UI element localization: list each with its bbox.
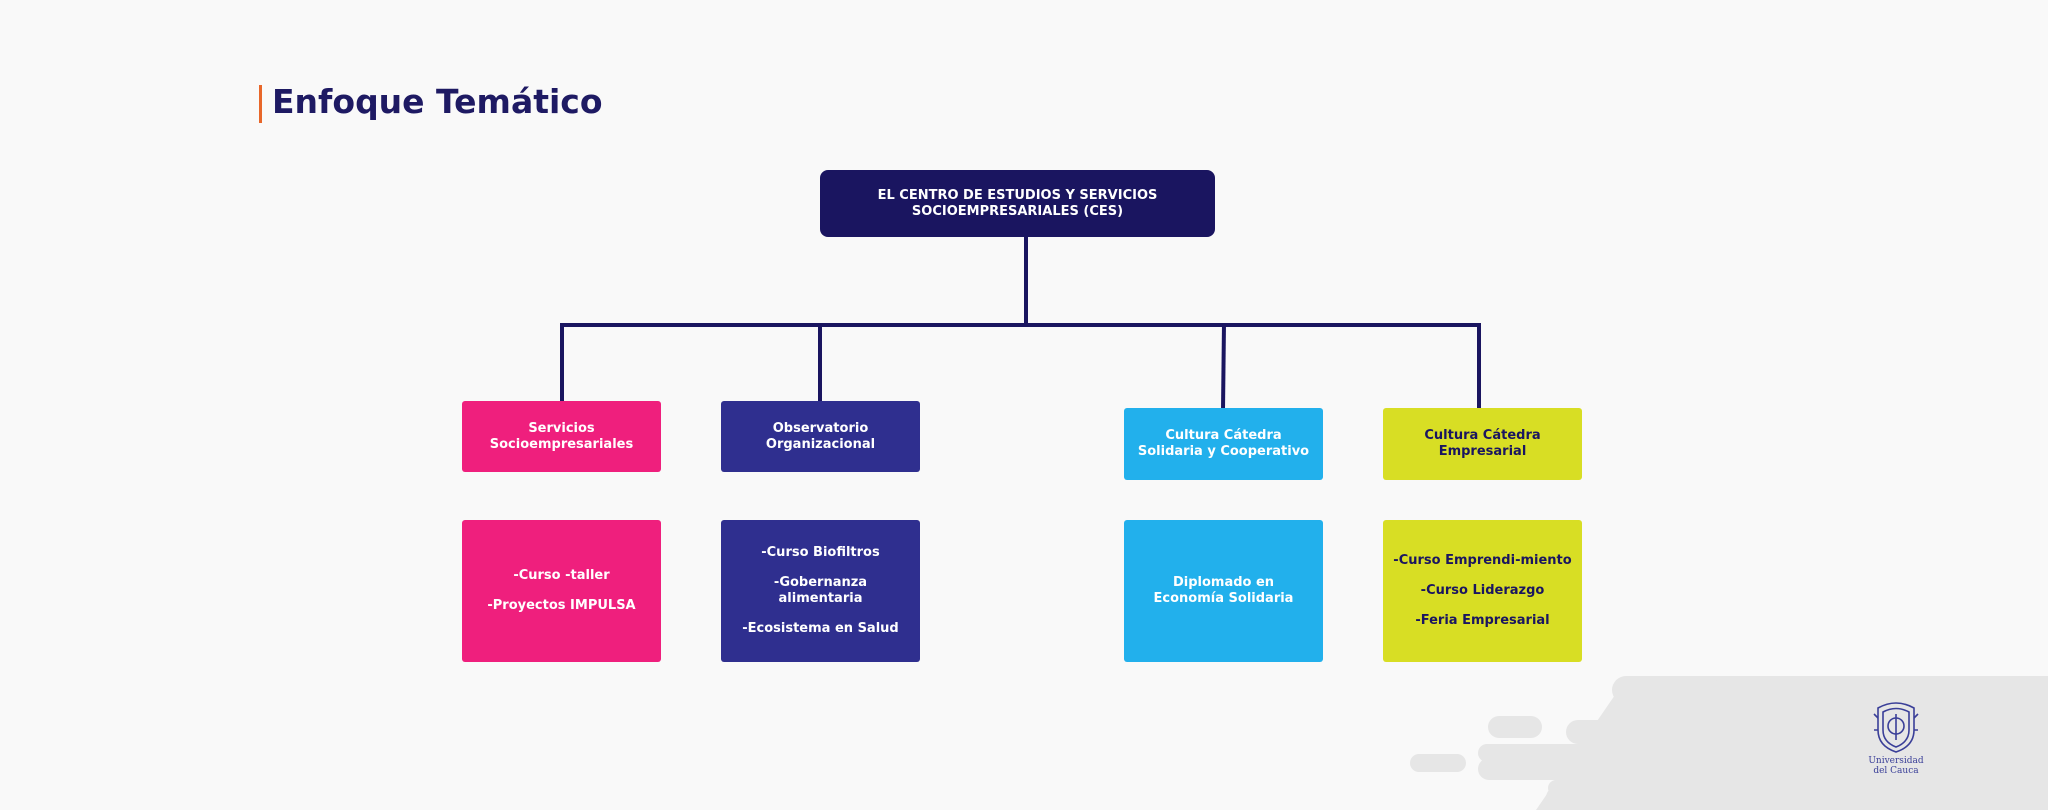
branch-label-line: Observatorio (772, 420, 869, 436)
branch-node-catedra-solidaria: Cultura Cátedra Solidaria y Cooperativo (1124, 408, 1323, 480)
detail-node-observatorio: -Curso Biofiltros -Gobernanza alimentari… (721, 520, 920, 662)
branch-label-line: Solidaria y Cooperativo (1137, 444, 1310, 459)
branch-label-line: Cultura Cátedra (1424, 428, 1541, 443)
branch-node-catedra-empresarial: Cultura Cátedra Empresarial (1383, 408, 1582, 480)
detail-item: -Curso Liderazgo (1420, 583, 1545, 598)
branch-label-line: Empresarial (1438, 444, 1527, 459)
detail-node-catedra-empresarial: -Curso Emprendi-miento -Curso Liderazgo … (1383, 520, 1582, 662)
branch-node-observatorio: Observatorio Organizacional (721, 401, 920, 472)
detail-item: -Curso -taller (513, 568, 610, 583)
root-line-2: SOCIOEMPRESARIALES (CES) (911, 203, 1124, 219)
deco-pill (1478, 758, 1708, 780)
detail-node-catedra-solidaria: Diplomado en Economía Solidaria (1124, 520, 1323, 662)
deco-pill (1612, 676, 1720, 704)
deco-pill (1546, 786, 2046, 810)
deco-pill (1488, 716, 1542, 738)
detail-item: Economía Solidaria (1153, 591, 1294, 606)
connector-branch-3 (1221, 322, 1226, 411)
detail-item: Diplomado en (1172, 575, 1275, 590)
branch-label-line: Socioempresariales (489, 436, 634, 452)
university-crest-icon (1873, 702, 1919, 753)
logo-line-1: Universidad (1868, 756, 1924, 766)
detail-node-servicios: -Curso -taller -Proyectos IMPULSA (462, 520, 661, 662)
detail-item: -Curso Emprendi-miento (1393, 553, 1572, 568)
detail-item: -Ecosistema en Salud (742, 621, 899, 636)
branch-label-line: Organizacional (765, 436, 876, 452)
root-node: EL CENTRO DE ESTUDIOS Y SERVICIOS SOCIOE… (820, 170, 1215, 237)
detail-item: -Curso Biofiltros (761, 545, 880, 560)
branch-label-line: Cultura Cátedra (1165, 428, 1282, 443)
deco-pill (1566, 720, 1736, 744)
root-line-1: EL CENTRO DE ESTUDIOS Y SERVICIOS (877, 187, 1158, 203)
branch-label-line: Servicios (528, 420, 595, 436)
logo-line-2: del Cauca (1873, 766, 1919, 776)
detail-item: -Gobernanza alimentaria (773, 575, 868, 606)
page-title: Enfoque Temático (272, 82, 603, 121)
branch-node-servicios: Servicios Socioempresariales (462, 401, 661, 472)
detail-item: -Proyectos IMPULSA (487, 598, 636, 613)
detail-item: -Feria Empresarial (1415, 613, 1550, 628)
university-logo: Universidad del Cauca (1866, 700, 1926, 780)
title-accent-bar (259, 85, 262, 123)
deco-pill (1478, 744, 1688, 762)
deco-pill (1410, 754, 1466, 772)
